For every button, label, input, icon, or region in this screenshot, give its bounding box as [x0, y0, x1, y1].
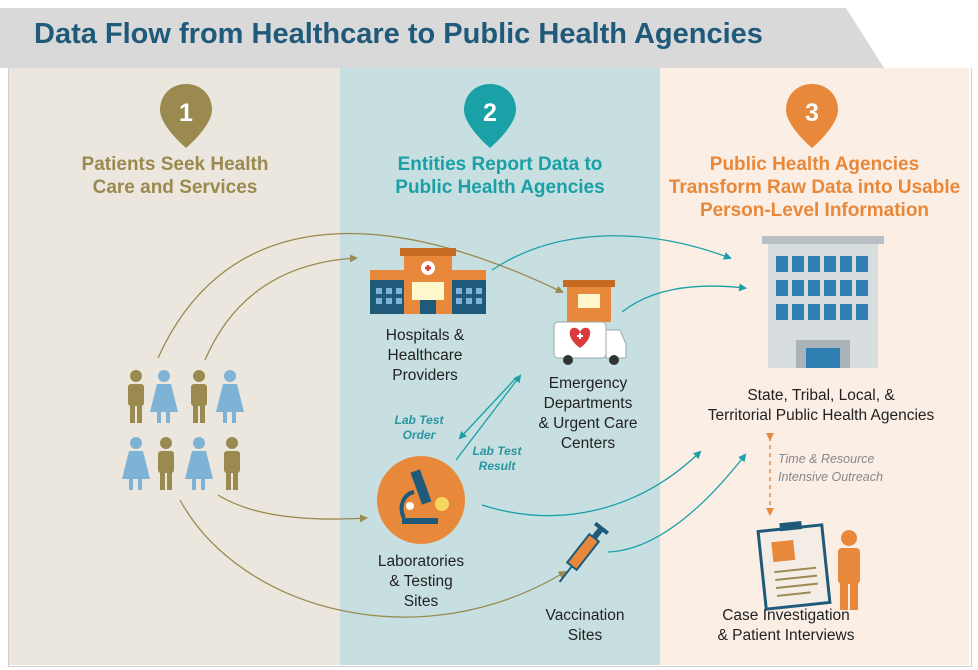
syringe-icon	[558, 521, 610, 583]
step-1-number: 1	[179, 99, 193, 127]
label-line: Departments	[543, 395, 633, 412]
step-2-heading-line: Entities Report Data to	[397, 154, 603, 175]
step-3-number: 3	[805, 99, 819, 127]
diagram-frame	[8, 68, 972, 667]
label-line: & Testing	[389, 573, 453, 590]
step-2-number: 2	[483, 99, 497, 127]
patient-figure	[158, 437, 174, 490]
label-line: Lab Test	[472, 444, 522, 458]
title-bar-shape	[0, 0, 884, 68]
emergency-icon	[553, 280, 627, 365]
label-line: Order	[402, 428, 436, 442]
case-investigation-label: Case Investigation & Patient Interviews	[686, 606, 886, 646]
agency-building-icon	[762, 236, 884, 368]
patient-figure	[185, 437, 213, 490]
page-title: Data Flow from Healthcare to Public Heal…	[34, 18, 763, 50]
lab-test-result-label: Lab Test Result	[464, 444, 530, 474]
patient-figure	[216, 370, 244, 423]
case-investigation-icon	[756, 520, 860, 611]
label-line: & Urgent Care	[538, 415, 638, 432]
outreach-label: Time & Resource Intensive Outreach	[778, 450, 883, 486]
label-line: Lab Test	[394, 413, 444, 427]
label-line: Result	[478, 459, 516, 473]
patient-figure	[191, 370, 207, 423]
arrow-emergency-to-agencies	[621, 283, 747, 313]
step-1-heading-line: Care and Services	[92, 177, 258, 198]
label-line: Intensive Outreach	[778, 470, 883, 484]
panel-entities	[340, 68, 660, 665]
person-icon	[838, 530, 860, 610]
arrow-vaccination-to-agencies	[607, 453, 747, 553]
arrow-patients-to-emergency	[157, 232, 564, 359]
label-line: State, Tribal, Local, &	[747, 387, 895, 404]
patient-figure	[150, 370, 178, 423]
label-line: & Patient Interviews	[717, 627, 855, 644]
step-3-heading-line: Person-Level Information	[699, 200, 930, 221]
vaccination-label: Vaccination Sites	[525, 606, 645, 646]
label-line: Sites	[403, 593, 439, 610]
label-line: Time & Resource	[778, 452, 875, 466]
panel-patients	[9, 68, 340, 665]
agencies-label: State, Tribal, Local, & Territorial Publ…	[676, 386, 966, 426]
patient-figure	[128, 370, 144, 423]
step-2-heading: Entities Report Data to Public Health Ag…	[345, 153, 655, 199]
step-3-heading-line: Transform Raw Data into Usable	[668, 177, 961, 198]
step-1-pin: 1	[160, 84, 212, 148]
label-line: Healthcare	[387, 347, 463, 364]
hospitals-label: Hospitals & Healthcare Providers	[350, 326, 500, 386]
arrow-labs-to-agencies	[481, 450, 702, 517]
arrow-patients-to-hospitals	[204, 254, 358, 361]
arrow-patients-to-vaccination	[179, 499, 567, 618]
patients-icon	[122, 370, 244, 490]
title-bar: Data Flow from Healthcare to Public Heal…	[0, 0, 978, 68]
step-1-heading: Patients Seek Health Care and Services	[40, 153, 310, 199]
report-arrows	[455, 235, 747, 553]
laboratory-icon	[377, 456, 465, 544]
label-line: Case Investigation	[722, 607, 850, 624]
arrow-lab-order	[458, 377, 517, 440]
step-3-heading: Public Health Agencies Transform Raw Dat…	[662, 153, 967, 222]
lab-test-order-label: Lab Test Order	[384, 413, 454, 443]
label-line: Territorial Public Health Agencies	[707, 407, 935, 424]
label-line: Hospitals &	[385, 327, 465, 344]
step-3-heading-line: Public Health Agencies	[709, 154, 920, 175]
label-line: Vaccination	[545, 607, 625, 624]
arrow-patients-to-labs	[217, 494, 368, 523]
step-3-pin: 3	[786, 84, 838, 148]
emergency-label: Emergency Departments & Urgent Care Cent…	[518, 374, 658, 454]
label-line: Centers	[560, 435, 616, 452]
label-line: Sites	[567, 627, 603, 644]
label-line: Laboratories	[377, 553, 465, 570]
step-2-pin: 2	[464, 84, 516, 148]
step-2-heading-line: Public Health Agencies	[395, 177, 605, 198]
patient-figure	[224, 437, 240, 490]
laboratories-label: Laboratories & Testing Sites	[346, 552, 496, 612]
arrow-hospitals-to-agencies	[491, 235, 732, 271]
patient-arrows	[157, 232, 567, 618]
step-1-heading-line: Patients Seek Health	[81, 154, 269, 175]
label-line: Providers	[392, 367, 458, 384]
arrow-lab-result	[455, 374, 522, 461]
patient-figure	[122, 437, 150, 490]
hospital-icon	[370, 248, 486, 314]
label-line: Emergency	[548, 375, 628, 392]
